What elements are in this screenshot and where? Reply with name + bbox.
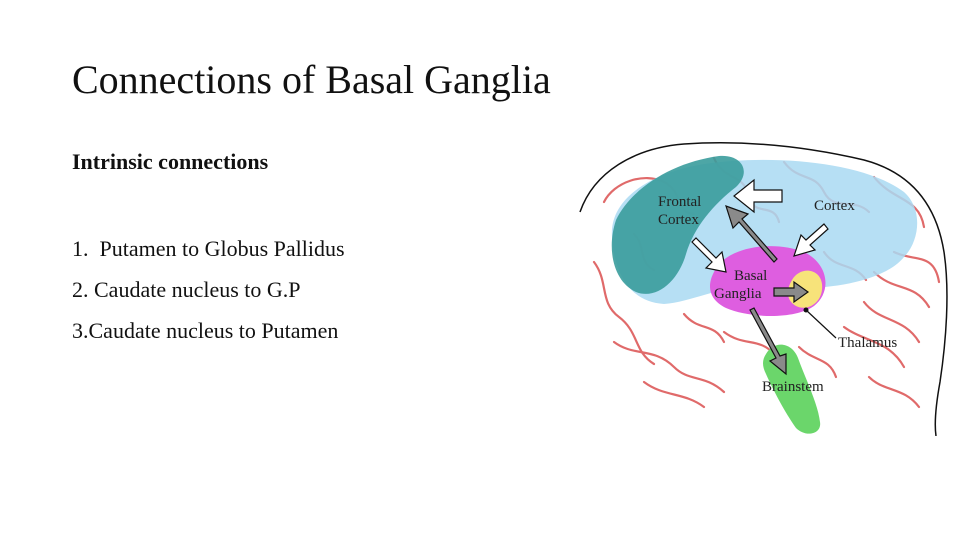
connection-list: 1. Putamen to Globus Pallidus 2. Caudate…	[72, 228, 345, 351]
arrow-cortex-to-basal	[793, 223, 829, 257]
connection-arrows	[691, 178, 829, 376]
label-thalamus: Thalamus	[838, 335, 897, 351]
label-brainstem: Brainstem	[762, 379, 824, 395]
label-basal-ganglia: Ganglia	[714, 286, 762, 302]
arrow-basal-to-brainstem	[749, 307, 787, 376]
basal-ganglia-brain-diagram: Frontal Cortex Cortex Basal Ganglia Thal…	[579, 142, 948, 436]
subheading: Intrinsic connections	[72, 149, 269, 174]
list-item: 3.Caudate nucleus to Putamen	[72, 318, 339, 343]
label-cortex: Cortex	[814, 198, 855, 214]
arrow-frontal-to-basal	[691, 237, 727, 273]
brain-outline	[579, 142, 948, 436]
label-frontal-cortex: Cortex	[658, 212, 699, 228]
list-item: 1. Putamen to Globus Pallidus	[72, 236, 345, 261]
slide-title: Connections of Basal Ganglia	[72, 57, 551, 102]
label-basal-ganglia: Basal	[734, 268, 767, 284]
arrow-basal-to-thalamus	[773, 280, 810, 304]
arrow-cortex-to-frontal	[733, 178, 783, 214]
arrow-basal-to-frontal	[725, 205, 778, 263]
list-item: 2. Caudate nucleus to G.P	[72, 277, 301, 302]
label-frontal-cortex: Frontal	[658, 194, 701, 210]
thalamus-pointer-line	[805, 309, 837, 339]
frontal-cortex-region	[611, 155, 744, 294]
